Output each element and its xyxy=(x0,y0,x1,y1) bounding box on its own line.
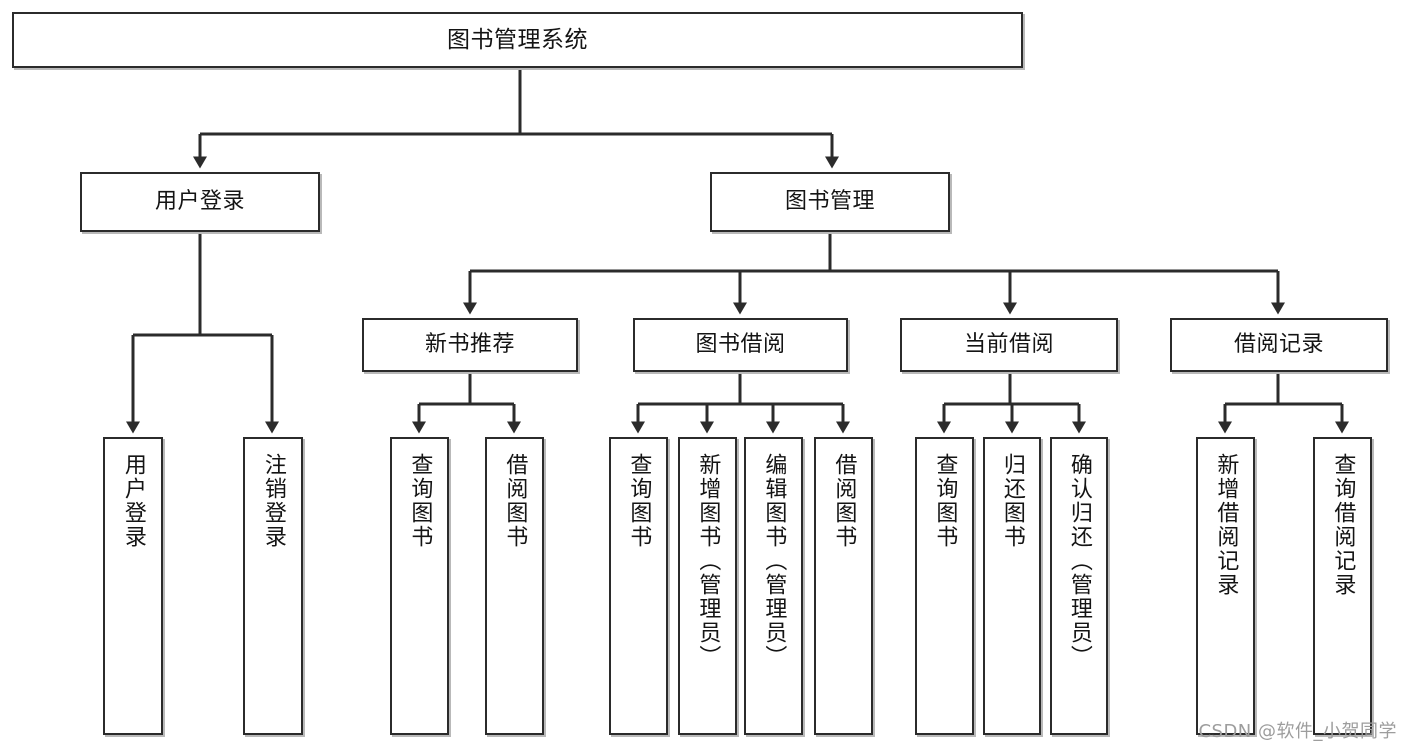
csdn-watermark: CSDN @软件_小贺同学 xyxy=(1198,721,1397,742)
leaf-return-book-label: 归还图书 xyxy=(999,453,1025,549)
leaf-borrow-book-bb[interactable]: 借阅图书 xyxy=(814,437,873,735)
leaf-query-book-rec-label: 查询图书 xyxy=(407,453,433,549)
leaf-logout[interactable]: 注销登录 xyxy=(243,437,303,735)
leaf-confirm-return[interactable]: 确认归还（管理员） xyxy=(1050,437,1108,735)
leaf-add-book-label: 新增图书（管理员） xyxy=(695,453,721,669)
leaf-edit-book[interactable]: 编辑图书（管理员） xyxy=(744,437,803,735)
node-book-manage[interactable]: 图书管理 xyxy=(710,172,950,232)
leaf-user-login-label: 用户登录 xyxy=(120,453,146,549)
node-borrow-record[interactable]: 借阅记录 xyxy=(1170,318,1388,372)
node-current-borrow-label: 当前借阅 xyxy=(963,332,1054,358)
node-root[interactable]: 图书管理系统 xyxy=(12,12,1023,68)
node-borrow-record-label: 借阅记录 xyxy=(1233,332,1324,358)
leaf-borrow-book-rec[interactable]: 借阅图书 xyxy=(485,437,544,735)
leaf-query-book-cb-label: 查询图书 xyxy=(932,453,958,549)
leaf-add-book[interactable]: 新增图书（管理员） xyxy=(678,437,737,735)
node-book-manage-label: 图书管理 xyxy=(784,189,875,215)
leaf-add-record[interactable]: 新增借阅记录 xyxy=(1196,437,1255,735)
leaf-logout-label: 注销登录 xyxy=(260,453,286,549)
leaf-query-record-label: 查询借阅记录 xyxy=(1330,453,1356,597)
leaf-return-book[interactable]: 归还图书 xyxy=(983,437,1041,735)
leaf-add-record-label: 新增借阅记录 xyxy=(1213,453,1239,597)
leaf-query-book-rec[interactable]: 查询图书 xyxy=(390,437,449,735)
node-current-borrow[interactable]: 当前借阅 xyxy=(900,318,1118,372)
leaf-borrow-book-bb-label: 借阅图书 xyxy=(831,453,857,549)
leaf-query-record[interactable]: 查询借阅记录 xyxy=(1313,437,1372,735)
node-book-borrow[interactable]: 图书借阅 xyxy=(633,318,848,372)
leaf-borrow-book-rec-label: 借阅图书 xyxy=(502,453,528,549)
node-root-label: 图书管理系统 xyxy=(447,26,588,53)
node-new-book-rec[interactable]: 新书推荐 xyxy=(362,318,578,372)
leaf-confirm-return-label: 确认归还（管理员） xyxy=(1066,453,1092,669)
leaf-query-book-cb[interactable]: 查询图书 xyxy=(915,437,974,735)
node-new-book-rec-label: 新书推荐 xyxy=(424,332,515,358)
node-user-login[interactable]: 用户登录 xyxy=(80,172,320,232)
leaf-query-book-bb-label: 查询图书 xyxy=(626,453,652,549)
leaf-query-book-bb[interactable]: 查询图书 xyxy=(609,437,668,735)
leaf-user-login[interactable]: 用户登录 xyxy=(103,437,163,735)
leaf-edit-book-label: 编辑图书（管理员） xyxy=(761,453,787,669)
node-user-login-label: 用户登录 xyxy=(154,189,245,215)
node-book-borrow-label: 图书借阅 xyxy=(695,332,786,358)
